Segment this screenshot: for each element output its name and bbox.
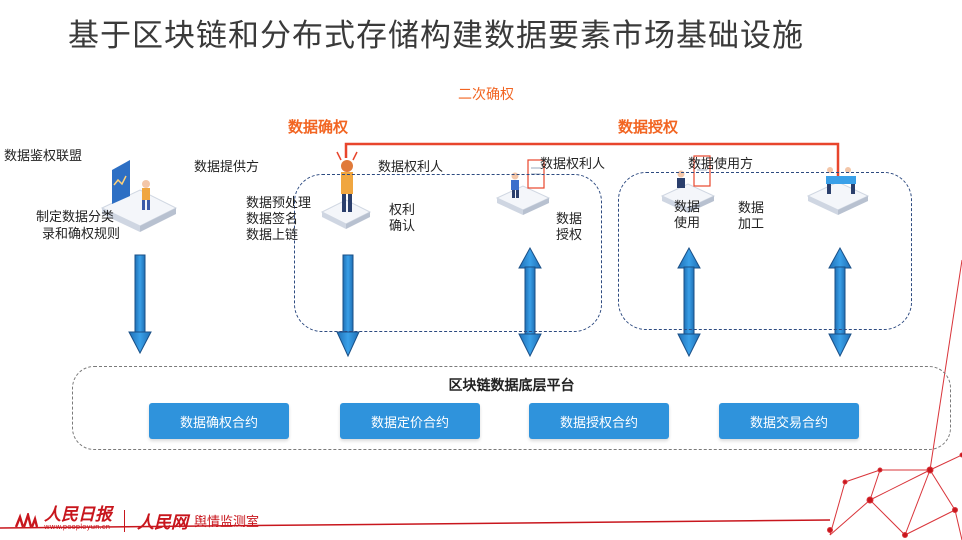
- logo-divider: [124, 509, 125, 532]
- footer-logos: 人民日报 www.peopleyun.cn 人民网 舆情监测室: [14, 504, 260, 533]
- data-authorize-label: 数据授权: [618, 118, 679, 136]
- confirm-grant-group: [294, 174, 602, 332]
- alliance-label: 数据鉴权联盟: [4, 149, 83, 164]
- lab-label: 舆情监测室: [194, 515, 260, 530]
- rights-confirm-line2: 确认: [389, 219, 416, 234]
- use-process-group: [618, 172, 912, 330]
- rights-confirm-line1: 权利: [389, 203, 416, 218]
- provider-desc-line2: 数据签名: [246, 212, 299, 227]
- contract-data-pricing: 数据定价合约: [340, 403, 480, 439]
- down-arrow-provider: [336, 254, 360, 358]
- blockchain-platform: 区块链数据底层平台: [72, 366, 951, 450]
- footer-rule: [0, 519, 831, 529]
- peoplecn-logo-sub: www.peopleyun.cn: [44, 522, 111, 531]
- rights-holder-label-1: 数据权利人: [378, 160, 444, 175]
- user-label: 数据使用方: [688, 157, 754, 172]
- provider-desc-line1: 数据预处理: [246, 196, 312, 211]
- grant-illustration: [495, 159, 551, 215]
- alliance-desc-line1: 制定数据分类: [36, 210, 115, 225]
- page-title: 基于区块链和分布式存储构建数据要素市场基础设施: [68, 18, 804, 54]
- data-process-line1: 数据: [738, 201, 765, 216]
- provider-label: 数据提供方: [194, 160, 260, 175]
- people-logo: 人民网: [137, 513, 188, 533]
- contract-data-confirm: 数据确权合约: [149, 403, 289, 439]
- confirm-authorize-connector: [344, 142, 840, 178]
- secondary-confirm-label: 二次确权: [458, 87, 514, 103]
- down-arrow-alliance: [128, 254, 152, 355]
- contract-data-trade: 数据交易合约: [719, 403, 859, 439]
- provider-illustration: [320, 151, 372, 229]
- processing-illustration: [806, 167, 870, 215]
- data-use-line2: 使用: [674, 216, 701, 231]
- platform-title: 区块链数据底层平台: [448, 378, 575, 394]
- contract-data-authorize: 数据授权合约: [529, 403, 669, 439]
- data-process-line2: 加工: [738, 217, 765, 232]
- peoplecn-mark-icon: [14, 512, 38, 527]
- data-confirm-label: 数据确权: [288, 118, 349, 136]
- alliance-desc-line2: 录和确权规则: [42, 227, 121, 242]
- double-arrow-use: [677, 246, 701, 358]
- peoplecn-logo-text: 人民日报: [44, 504, 112, 525]
- user-illustration: [660, 155, 716, 213]
- data-grant-line1: 数据: [556, 212, 583, 227]
- peoplecn-logo: 人民日报 www.peopleyun.cn: [44, 504, 112, 533]
- data-grant-line2: 授权: [556, 228, 583, 243]
- alliance-illustration: [100, 160, 178, 232]
- rights-holder-label-2: 数据权利人: [540, 157, 606, 172]
- provider-desc-line3: 数据上链: [246, 228, 299, 243]
- double-arrow-grant: [518, 246, 542, 358]
- double-arrow-process: [828, 246, 852, 358]
- data-use-line1: 数据: [674, 200, 701, 215]
